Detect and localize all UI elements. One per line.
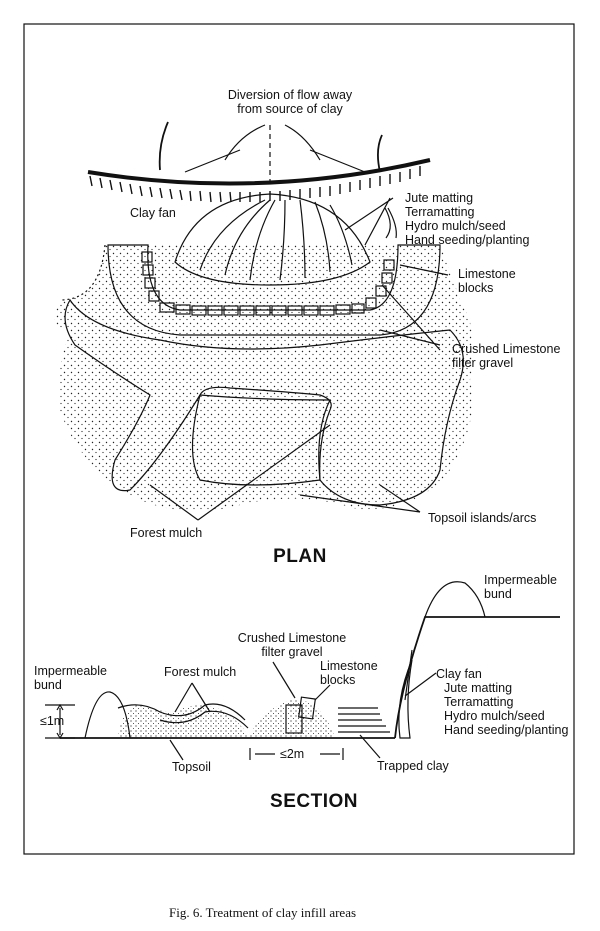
limestone-blocks-row — [141, 251, 395, 316]
plan-view: Diversion of flow away from source of cl… — [54, 88, 560, 567]
section-crushed-limestone — [248, 699, 335, 738]
plan-limestone-label-2: blocks — [458, 281, 493, 295]
section-forest-mulch-label: Forest mulch — [164, 665, 236, 679]
section-limestone-label-1: Limestone — [320, 659, 378, 673]
clay-fan — [174, 193, 371, 286]
section-treatment-2: Terramatting — [444, 695, 514, 709]
plan-crushed-label-1: Crushed Limestone — [452, 342, 560, 356]
plan-topsoil-islands-label: Topsoil islands/arcs — [428, 511, 536, 525]
section-limestone-block-1 — [285, 704, 303, 734]
trapped-clay — [338, 707, 390, 733]
section-impermeable-right-2: bund — [484, 587, 512, 601]
plan-heading: PLAN — [273, 546, 327, 567]
section-view: Impermeable bund Crushed Limestone filte… — [34, 573, 568, 812]
plan-clay-fan-label: Clay fan — [130, 206, 176, 220]
plan-diversion-label-1: Diversion of flow away — [228, 88, 353, 102]
figure-caption: Fig. 6. Treatment of clay infill areas — [169, 905, 356, 920]
section-crushed-label-1: Crushed Limestone — [238, 631, 346, 645]
section-trapped-clay-label: Trapped clay — [377, 759, 450, 773]
section-impermeable-left-2: bund — [34, 678, 62, 692]
section-limestone-block-2 — [297, 696, 317, 720]
plan-forest-mulch-label: Forest mulch — [130, 526, 202, 540]
section-treatment-4: Hand seeding/planting — [444, 723, 568, 737]
forest-mulch-area — [64, 298, 464, 506]
section-clay-fan — [398, 659, 413, 739]
bund-line — [87, 158, 431, 186]
topsoil-island — [191, 386, 332, 486]
section-width-dim-label: ≤2m — [280, 747, 304, 761]
section-crushed-label-2: filter gravel — [261, 645, 322, 659]
section-forest-mulch — [117, 703, 246, 721]
section-topsoil-label: Topsoil — [172, 760, 211, 774]
right-slope — [394, 616, 560, 739]
topsoil-region — [54, 245, 474, 512]
plan-treatment-3: Hydro mulch/seed — [405, 219, 506, 233]
section-treatment-1: Jute matting — [444, 681, 512, 695]
section-limestone-label-2: blocks — [320, 673, 355, 687]
section-treatment-3: Hydro mulch/seed — [444, 709, 545, 723]
section-height-dim-label: ≤1m — [40, 714, 64, 728]
section-impermeable-left-1: Impermeable — [34, 664, 107, 678]
section-heading: SECTION — [270, 791, 358, 812]
plan-crushed-label-2: filter gravel — [452, 356, 513, 370]
figure-frame — [23, 23, 575, 855]
section-clay-fan-label: Clay fan — [436, 667, 482, 681]
plan-treatment-1: Jute matting — [405, 191, 473, 205]
plan-limestone-label-1: Limestone — [458, 267, 516, 281]
plan-treatment-2: Terramatting — [405, 205, 475, 219]
plan-treatment-4: Hand seeding/planting — [405, 233, 529, 247]
plan-diversion-label-2: from source of clay — [237, 102, 343, 116]
section-impermeable-right-1: Impermeable — [484, 573, 557, 587]
